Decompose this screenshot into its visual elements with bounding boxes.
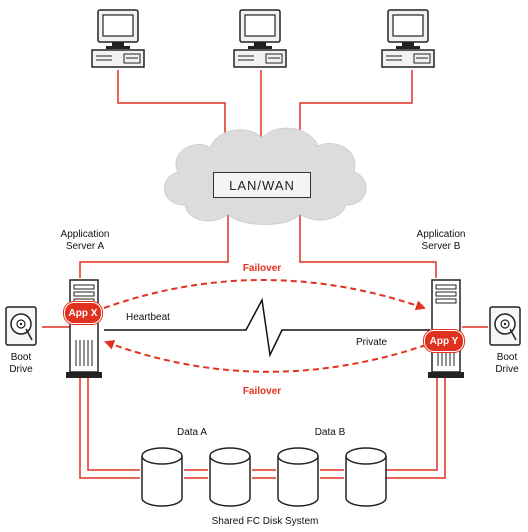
disk-1 <box>141 447 183 507</box>
boot-drive-left-line1: Boot <box>10 352 32 363</box>
workstation-right <box>381 9 435 68</box>
server-b-tower <box>427 279 465 379</box>
disk-3 <box>277 447 319 507</box>
lan-wan-label: LAN/WAN <box>213 172 311 198</box>
app-y-badge: App Y <box>424 330 464 352</box>
failover-arc-top <box>103 279 426 311</box>
heartbeat-label: Heartbeat <box>126 312 170 323</box>
boot-drive-left-line2: Drive <box>9 364 33 375</box>
disk-4 <box>345 447 387 507</box>
workstation-center <box>233 9 287 68</box>
server-b-title-line1: Application <box>416 229 466 240</box>
failover-bottom-label: Failover <box>242 386 282 397</box>
server-b-title: Application Server B <box>401 229 481 253</box>
boot-drive-right-line1: Boot <box>496 352 518 363</box>
app-x-badge: App X <box>64 302 102 324</box>
server-a-tower <box>65 279 103 379</box>
server-a-title-line1: Application <box>60 229 110 240</box>
boot-drive-left-label: Boot Drive <box>0 352 42 376</box>
failover-arc-bottom <box>104 340 427 373</box>
boot-drive-right-line2: Drive <box>495 364 519 375</box>
data-a-label: Data A <box>176 427 208 438</box>
network-lines <box>42 70 488 479</box>
server-a-title: Application Server A <box>45 229 125 253</box>
boot-drive-right-label: Boot Drive <box>486 352 528 376</box>
boot-drive-right <box>489 306 521 346</box>
private-label: Private <box>356 337 388 348</box>
failover-top-label: Failover <box>242 263 282 274</box>
server-b-title-line2: Server B <box>421 241 461 252</box>
server-a-title-line2: Server A <box>65 241 105 252</box>
heartbeat-link <box>104 297 430 358</box>
storage-caption: Shared FC Disk System <box>211 516 319 527</box>
boot-drive-left <box>5 306 37 346</box>
disk-2 <box>209 447 251 507</box>
data-b-label: Data B <box>314 427 346 438</box>
workstation-left <box>91 9 145 68</box>
